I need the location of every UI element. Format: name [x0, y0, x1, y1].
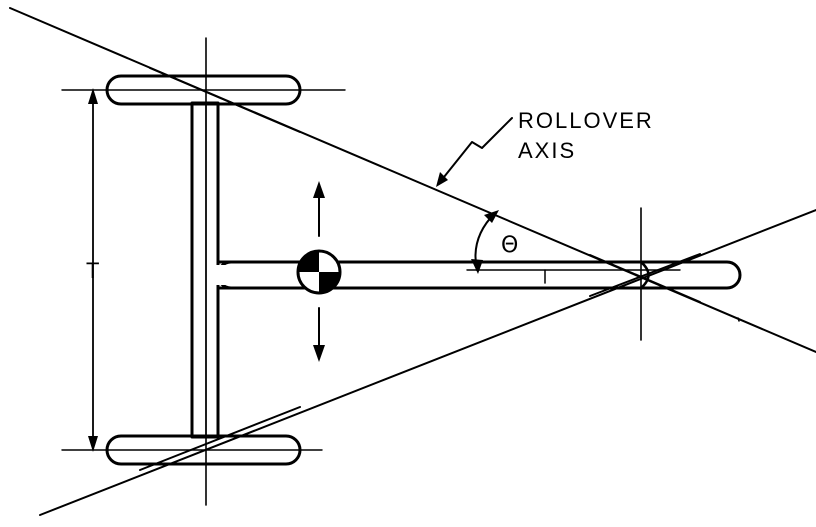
rear-axle — [190, 101, 220, 439]
center-of-gravity-icon — [296, 249, 342, 295]
track-width-label: T — [86, 258, 101, 283]
angle-theta-arc — [471, 210, 499, 274]
rollover-axis-label-line2: AXIS — [518, 138, 576, 163]
frame-boom-left-end-mask — [216, 265, 232, 285]
rollover-axis-label-line1: ROLLOVER — [518, 108, 654, 133]
front-wheel — [639, 260, 650, 290]
tick-mark-2 — [737, 317, 740, 322]
cg-vertical-motion-arrow — [313, 181, 325, 362]
rollover-axis-over-lower-wheel — [139, 406, 301, 471]
rollover-axis-line-lower — [39, 209, 816, 516]
rollover-axis-leader — [436, 117, 513, 187]
rollover-axis-over-upper-wheel — [149, 67, 301, 133]
rollover-axis-cross-front-1 — [589, 254, 701, 303]
rollover-axis-cross-front-2 — [589, 253, 701, 297]
track-width-dimension — [88, 88, 98, 452]
angle-theta-label: Θ — [501, 233, 518, 258]
